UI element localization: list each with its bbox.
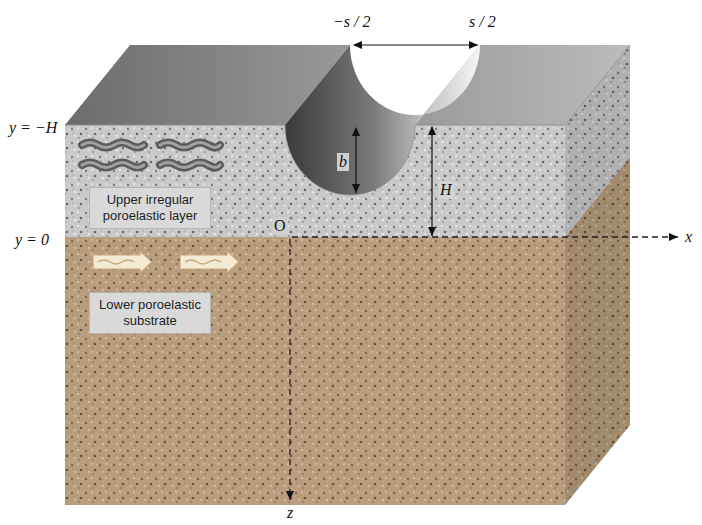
origin-label: O <box>272 217 288 235</box>
axis-label: z <box>285 504 295 522</box>
axis-label: x <box>683 228 694 246</box>
depth-dimension <box>355 128 356 193</box>
x-axis <box>292 236 678 237</box>
block-edge <box>65 45 630 195</box>
coordinate-label: y = −H <box>7 119 59 137</box>
layer-name: Lower poroelastic substrate <box>96 297 204 329</box>
dimension-label: −s / 2 <box>331 13 372 31</box>
layer-label-box: Lower poroelastic substrate <box>89 292 211 334</box>
z-axis <box>289 239 290 500</box>
dimension-label: b <box>337 153 349 171</box>
dimension-label: H <box>438 181 454 199</box>
dimension-label: s / 2 <box>467 13 498 31</box>
coordinate-label: y = 0 <box>13 231 51 249</box>
layer-label-box: Upper irregular poroelastic layer <box>89 187 211 229</box>
substrate-front <box>65 237 565 505</box>
layer-name: Upper irregular poroelastic layer <box>96 192 204 224</box>
width-dimension <box>354 44 478 45</box>
thickness-dimension <box>431 127 432 236</box>
groove-surface <box>285 45 480 195</box>
side-shade <box>565 45 630 505</box>
flow-marks-upper <box>82 143 220 168</box>
flow-arrows-lower <box>93 251 239 273</box>
